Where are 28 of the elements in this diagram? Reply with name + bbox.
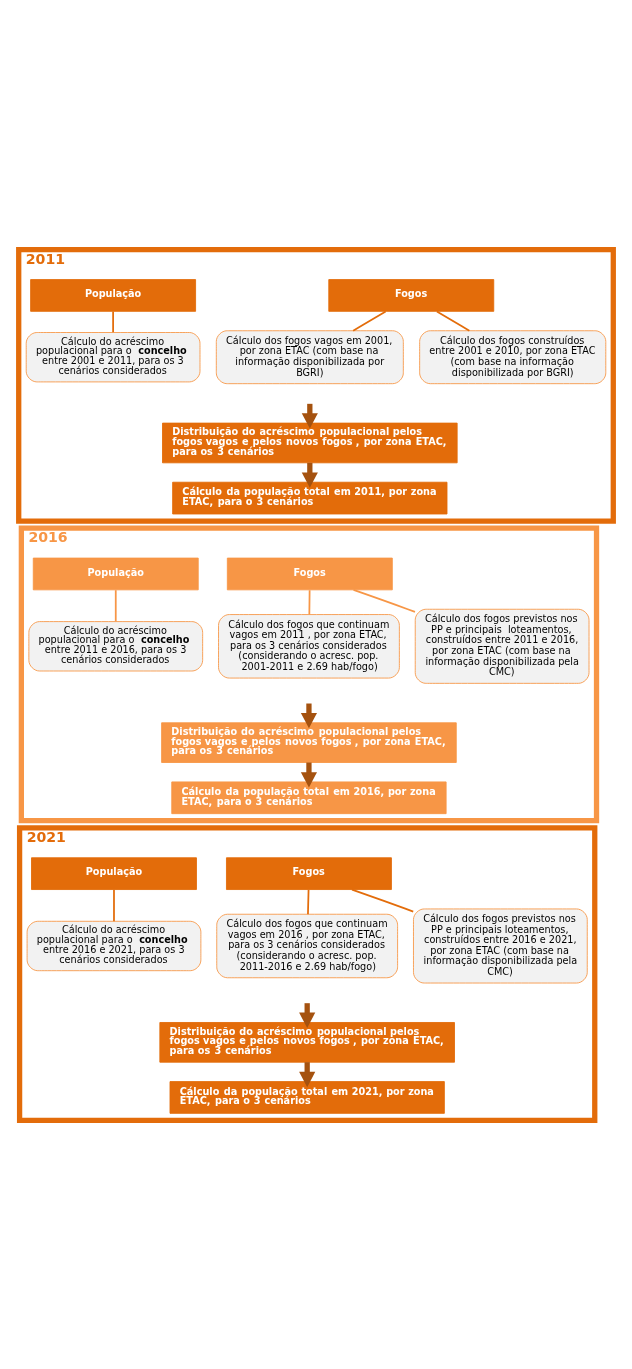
node-box: Cálculo dos fogos que continuam vagos em 2011 , por zona ETAC, para os 3 cenários considerados (considerando o acresc. pop. 2001-2011 e 2.69 hab/fogo) (218, 613, 400, 678)
node-box: Distribuição do acréscimo populacional pelos fogos vagos e pelos novos fogos , por zona ETAC, para os 3 cenários (162, 422, 458, 463)
node-box: População (30, 278, 197, 312)
connector (112, 310, 114, 333)
node-box: Cálculo do acréscimo populacional para o concelho entre 2016 e 2021, para os 3 cenários considerados (26, 920, 202, 971)
node-box: Cálculo dos fogos que continuam vagos em 2016 , por zona ETAC, para os 3 cenários considerados (considerando o acresc. pop. 2011-2016 e 2.69 hab/fogo) (216, 913, 399, 978)
connector (113, 888, 115, 922)
node-box: Cálculo dos fogos vagos em 2001, por zona ETAC (com base na informação disponibilizada por BGRI) (215, 329, 404, 384)
node-box: Fogos (226, 557, 393, 590)
node-box: Cálculo da população total em 2016, por zona ETAC, para o 3 cenários (171, 780, 447, 814)
node-box: População (31, 856, 197, 890)
node-box: População (32, 557, 199, 590)
node-box: Distribuição do acréscimo populacional pelos fogos vagos e pelos novos fogos , por zona ETAC, para os 3 cenários (161, 721, 457, 763)
node-box: Cálculo da população total em 2021, por zona ETAC, para o 3 cenários (169, 1080, 445, 1114)
node-box: Fogos (328, 278, 495, 312)
connector (352, 588, 416, 613)
node-box: Distribuição do acréscimo populacional pelos fogos vagos e pelos novos fogos , por zona ETAC, para os 3 cenários (159, 1021, 455, 1063)
connector (308, 588, 311, 615)
node-box: Cálculo da população total em 2011, por zona ETAC, para o 3 cenários (172, 481, 448, 514)
node-box: Cálculo do acréscimo populacional para o concelho entre 2001 e 2011, para os 3 cenários considerados (25, 331, 201, 382)
node-box: Cálculo dos fogos previstos nos PP e principais loteamentos, construídos entre 2011 e 2016, por zona ETAC (com base na informação disponibilizada pela CMC) (414, 608, 590, 684)
connector (114, 588, 117, 622)
node-box: Cálculo do acréscimo populacional para o concelho entre 2011 e 2016, para os 3 cenários considerados (28, 620, 204, 671)
node-box: Fogos (226, 856, 392, 890)
connector (351, 888, 415, 912)
node-box: Cálculo dos fogos previstos nos PP e principais loteamentos, construídos entre 2016 e 2021, por zona ETAC (com base na informação disponibilizada pela CMC) (413, 908, 588, 983)
node-box: Cálculo dos fogos construídos entre 2001 e 2010, por zona ETAC (com base na informação disponibilizada por BGRI) (419, 329, 607, 384)
connector (307, 888, 310, 915)
